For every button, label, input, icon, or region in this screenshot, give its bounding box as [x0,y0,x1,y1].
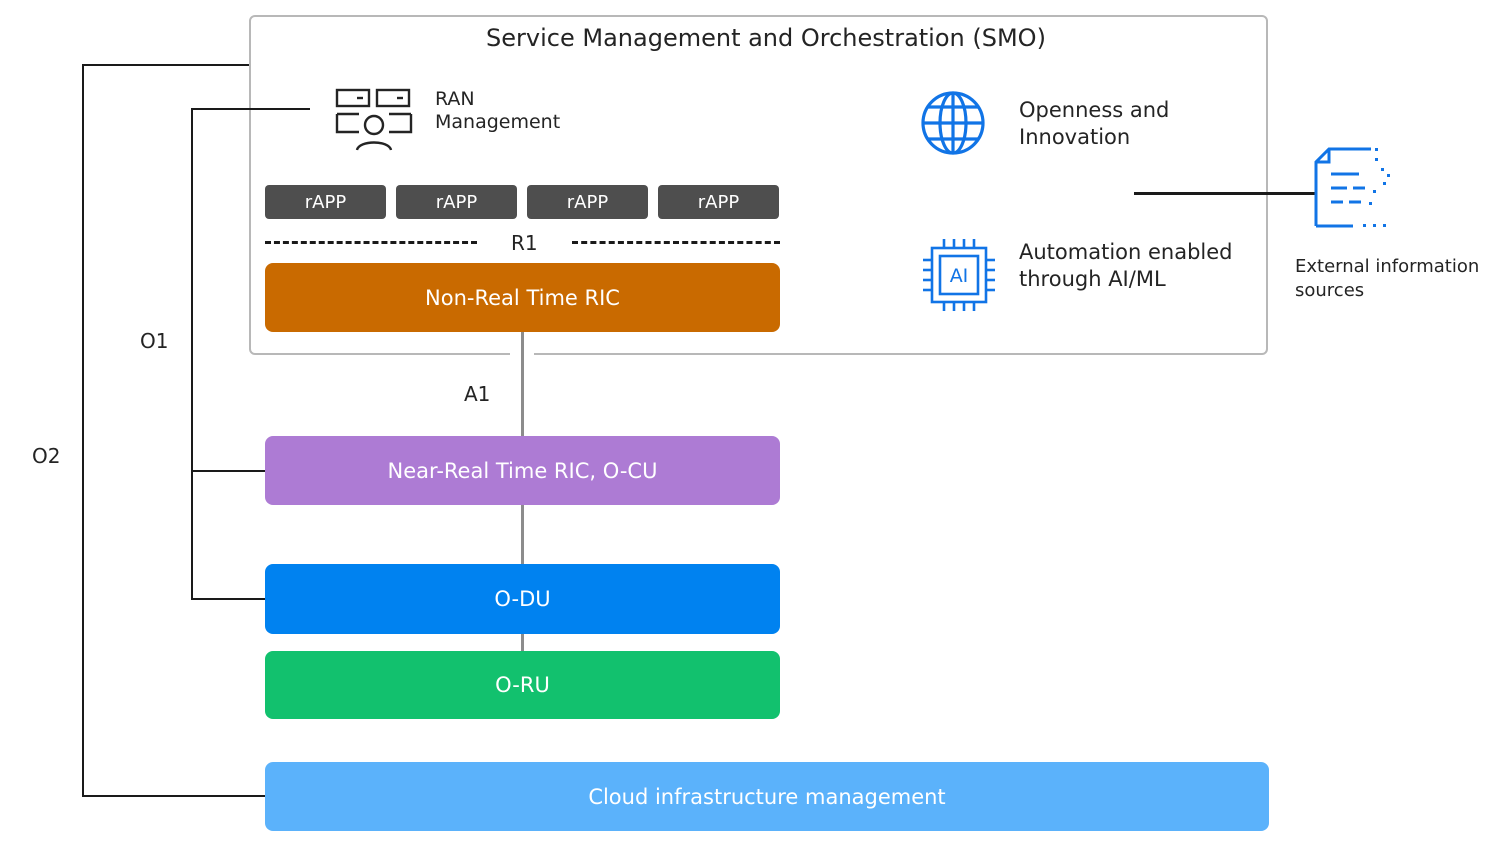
o2-connector-vertical [82,64,84,797]
odu-to-oru-connector [521,634,524,651]
o1-connector-top [191,108,310,110]
automation-text-line1: Automation enabled [1019,240,1233,264]
o1-connector-near-rt [191,470,265,472]
a1-connector-gap-fill [521,350,524,358]
external-sources-connector [1134,192,1316,195]
smo-title: Service Management and Orchestration (SM… [486,24,1046,52]
o2-label: O2 [32,444,61,468]
o1-label: O1 [140,329,169,353]
external-sources-label-line1: External information [1295,256,1480,277]
rapp-1[interactable]: rAPP [265,185,386,219]
a1-connector [521,332,524,436]
globe-icon [921,91,985,155]
document-icon [1314,147,1390,228]
r1-label: R1 [511,231,538,255]
near-rt-to-odu-connector [521,505,524,565]
rapp-3[interactable]: rAPP [527,185,648,219]
o1-connector-odu [191,598,265,600]
o2-connector-bottom [82,795,265,797]
openness-text-line1: Openness and [1019,98,1170,122]
ran-management-icon [335,88,413,151]
r1-dashed-left [265,241,477,244]
ai-chip-icon: AI [923,239,995,311]
cloud-infrastructure-block[interactable]: Cloud infrastructure management [265,762,1269,831]
external-sources-label-line2: sources [1295,280,1365,301]
ai-chip-text: AI [950,265,969,287]
r1-dashed-right [572,241,780,244]
oru-block[interactable]: O-RU [265,651,780,719]
openness-text-line2: Innovation [1019,125,1131,149]
near-rt-ric-block[interactable]: Near-Real Time RIC, O-CU [265,436,780,505]
odu-block[interactable]: O-DU [265,564,780,634]
rapp-2[interactable]: rAPP [396,185,517,219]
rapp-4[interactable]: rAPP [658,185,779,219]
o1-connector-vertical [191,108,193,600]
o2-connector-top [82,64,249,66]
smo-frame [249,15,1268,355]
ran-management-label-line1: RAN [435,88,475,110]
a1-label: A1 [464,382,491,406]
non-rt-ric-block[interactable]: Non-Real Time RIC [265,263,780,332]
automation-text-line2: through AI/ML [1019,267,1166,291]
ran-management-label-line2: Management [435,111,561,133]
